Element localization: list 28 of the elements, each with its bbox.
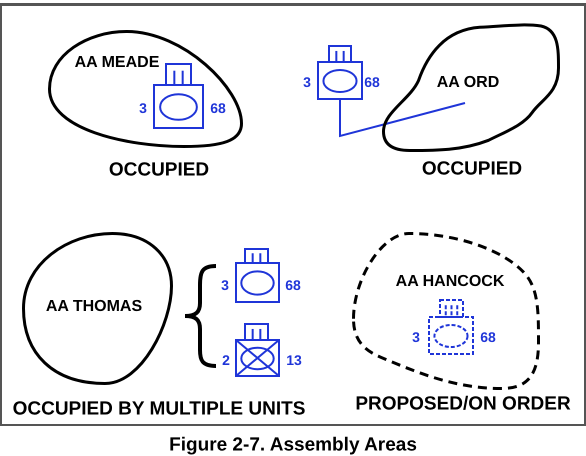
status-caption: OCCUPIED: [108, 160, 210, 180]
area-name: AA MEADE: [74, 55, 160, 71]
area-outline: [382, 22, 560, 152]
unit-designation: 3: [139, 101, 147, 115]
area-outline: [48, 30, 243, 148]
unit-designation: 3: [303, 75, 311, 89]
area-outline: [22, 232, 173, 385]
figure-caption: Figure 2-7. Assembly Areas: [169, 436, 417, 454]
unit-designation: 3: [221, 278, 229, 292]
leader-line: [339, 100, 466, 138]
crossed-unit-symbol: [235, 323, 280, 377]
unit-designation: 13: [286, 353, 302, 367]
unit-designation: 68: [285, 278, 301, 292]
unit-designation: 2: [222, 353, 230, 367]
dashed-area-outline: [352, 232, 540, 390]
unit-designation: 68: [480, 330, 496, 344]
area-name: AA THOMAS: [46, 299, 142, 315]
dashed-unit-symbol: [428, 299, 474, 355]
status-caption: PROPOSED/ON ORDER: [355, 394, 571, 414]
area-name: AA HANCOCK: [396, 274, 504, 290]
unit-designation: 68: [210, 101, 226, 115]
area-name: AA ORD: [436, 75, 500, 91]
status-caption: OCCUPIED: [422, 160, 522, 178]
unit-symbol: [317, 45, 363, 100]
unit-designation: 68: [364, 75, 380, 89]
status-caption: OCCUPIED BY MULTIPLE UNITS: [12, 400, 306, 418]
unit-symbol: [235, 248, 280, 303]
unit-designation: 3: [412, 330, 420, 344]
